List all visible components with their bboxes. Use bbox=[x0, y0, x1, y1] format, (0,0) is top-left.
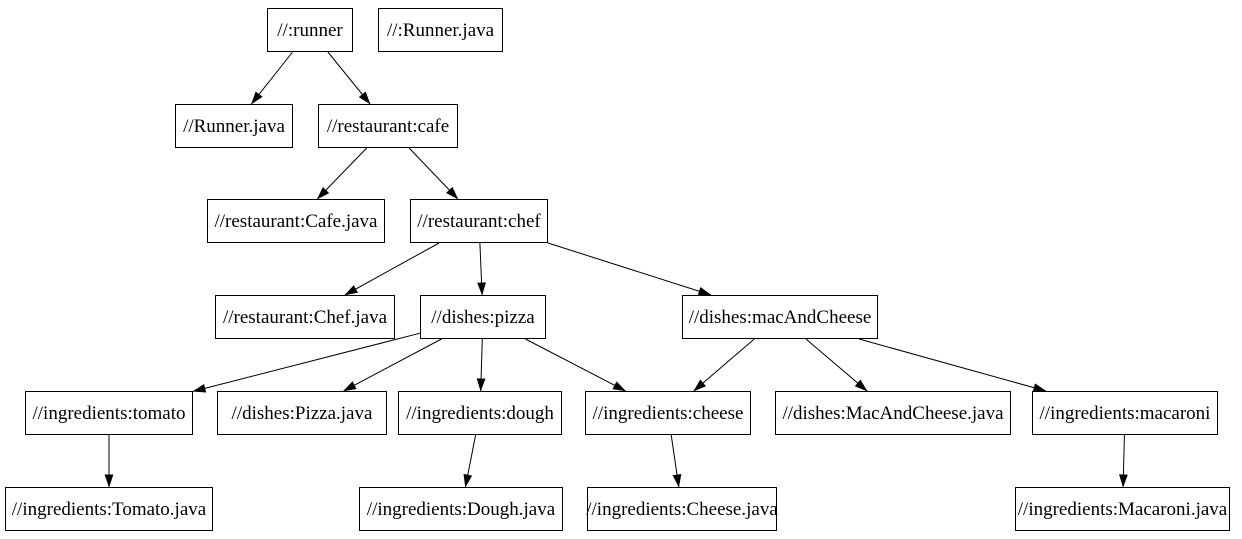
graph-edge-chef-to-pizza bbox=[477, 242, 486, 296]
graph-node-cheese: //ingredients:cheese bbox=[585, 391, 751, 435]
graph-node-chef: //restaurant:chef bbox=[410, 199, 548, 243]
graph-node-tomato-java: //ingredients:Tomato.java bbox=[5, 487, 213, 531]
graph-edge-pizza-to-tomato bbox=[192, 332, 421, 393]
graph-node-mac-and-cheese-java: //dishes:MacAndCheese.java bbox=[775, 391, 1011, 435]
graph-node-runner: //:runner bbox=[267, 8, 353, 52]
graph-edge-mac_and_cheese-to-mac_and_cheese_java bbox=[805, 338, 868, 392]
graph-edge-runner-to-runner_java bbox=[251, 51, 293, 105]
graph-edge-pizza-to-pizza_java bbox=[343, 338, 442, 392]
graph-node-cafe: //restaurant:cafe bbox=[318, 104, 458, 148]
graph-edge-mac_and_cheese-to-macaroni bbox=[858, 338, 1047, 392]
graph-edge-cafe-to-chef bbox=[408, 147, 459, 200]
graph-edge-chef-to-mac_and_cheese bbox=[547, 242, 712, 296]
graph-edge-pizza-to-cheese bbox=[525, 338, 627, 392]
graph-node-mac-and-cheese: //dishes:macAndCheese bbox=[682, 295, 878, 339]
graph-node-cafe-java: //restaurant:Cafe.java bbox=[207, 199, 385, 243]
graph-node-macaroni-java: //ingredients:Macaroni.java bbox=[1015, 487, 1230, 531]
graph-edge-pizza-to-dough bbox=[476, 338, 486, 392]
graph-edge-runner-to-cafe bbox=[327, 51, 371, 105]
graph-edge-cheese-to-cheese_java bbox=[670, 434, 682, 488]
graph-node-cheese-java: //ingredients:Cheese.java bbox=[586, 487, 778, 531]
graph-edge-macaroni-to-macaroni_java bbox=[1119, 434, 1128, 488]
graph-node-macaroni: //ingredients:macaroni bbox=[1032, 391, 1218, 435]
graph-node-runner-java-top: //:Runner.java bbox=[378, 8, 503, 52]
graph-edge-chef-to-chef_java bbox=[344, 242, 440, 296]
graph-node-pizza-java: //dishes:Pizza.java bbox=[217, 391, 387, 435]
graph-node-pizza: //dishes:pizza bbox=[420, 295, 546, 339]
graph-node-tomato: //ingredients:tomato bbox=[25, 391, 193, 435]
graph-edge-mac_and_cheese-to-cheese bbox=[693, 338, 755, 392]
graph-edge-cafe-to-cafe_java bbox=[316, 147, 368, 200]
graph-node-chef-java: //restaurant:Chef.java bbox=[215, 295, 395, 339]
graph-node-dough-java: //ingredients:Dough.java bbox=[359, 487, 563, 531]
graph-node-dough: //ingredients:dough bbox=[398, 391, 562, 435]
graph-edge-dough-to-dough_java bbox=[463, 434, 477, 488]
graph-node-runner-java: //Runner.java bbox=[175, 104, 293, 148]
